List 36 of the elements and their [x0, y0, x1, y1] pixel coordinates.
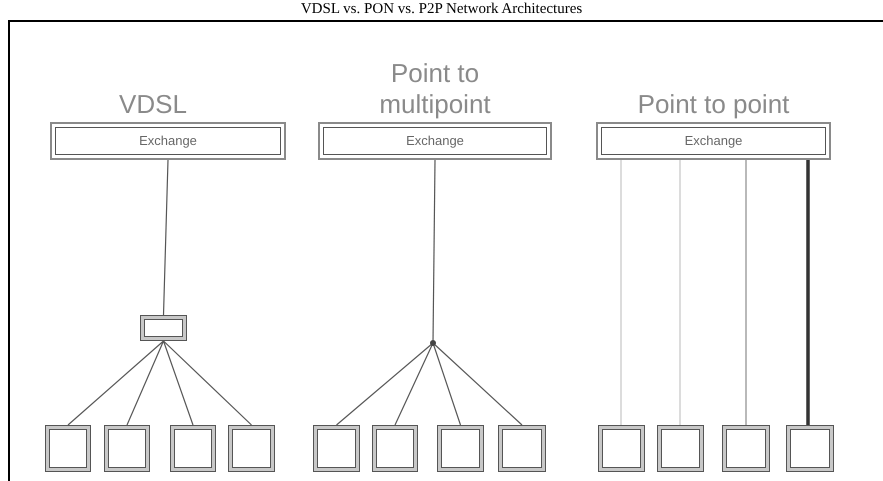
column-heading: VDSL — [119, 89, 187, 120]
box-label: Exchange — [139, 132, 197, 150]
premises-box — [170, 425, 216, 472]
connection-line — [745, 160, 747, 425]
premises-box — [598, 425, 645, 472]
premises-box — [722, 425, 770, 472]
connection-line — [163, 340, 252, 426]
cabinet-box — [140, 315, 187, 341]
connection-line — [620, 160, 622, 425]
connection-line — [126, 340, 164, 426]
connection-line — [432, 160, 436, 343]
column-heading: Point to multipoint — [378, 58, 492, 120]
premises-box — [786, 425, 834, 472]
premises-box — [45, 425, 91, 472]
premises-box — [372, 425, 418, 472]
connection-line — [806, 160, 810, 425]
diagram-title: VDSL vs. PON vs. P2P Network Architectures — [300, 0, 584, 18]
premises-box — [313, 425, 360, 472]
box-label: Exchange — [406, 132, 464, 150]
connection-line — [336, 342, 434, 426]
box-label: Exchange — [684, 132, 742, 150]
connection-line — [394, 342, 434, 426]
connection-line — [68, 340, 164, 426]
exchange-box — [50, 122, 286, 160]
exchange-box — [596, 122, 831, 160]
connection-line — [162, 340, 194, 426]
premises-box — [104, 425, 150, 472]
premises-box — [437, 425, 484, 472]
connection-line — [432, 342, 522, 426]
premises-box — [228, 425, 275, 472]
exchange-box — [318, 122, 552, 160]
premises-box — [498, 425, 546, 472]
connection-line — [679, 160, 681, 425]
connection-line — [162, 160, 169, 316]
premises-box — [657, 425, 704, 472]
column-heading: Point to point — [638, 89, 790, 120]
